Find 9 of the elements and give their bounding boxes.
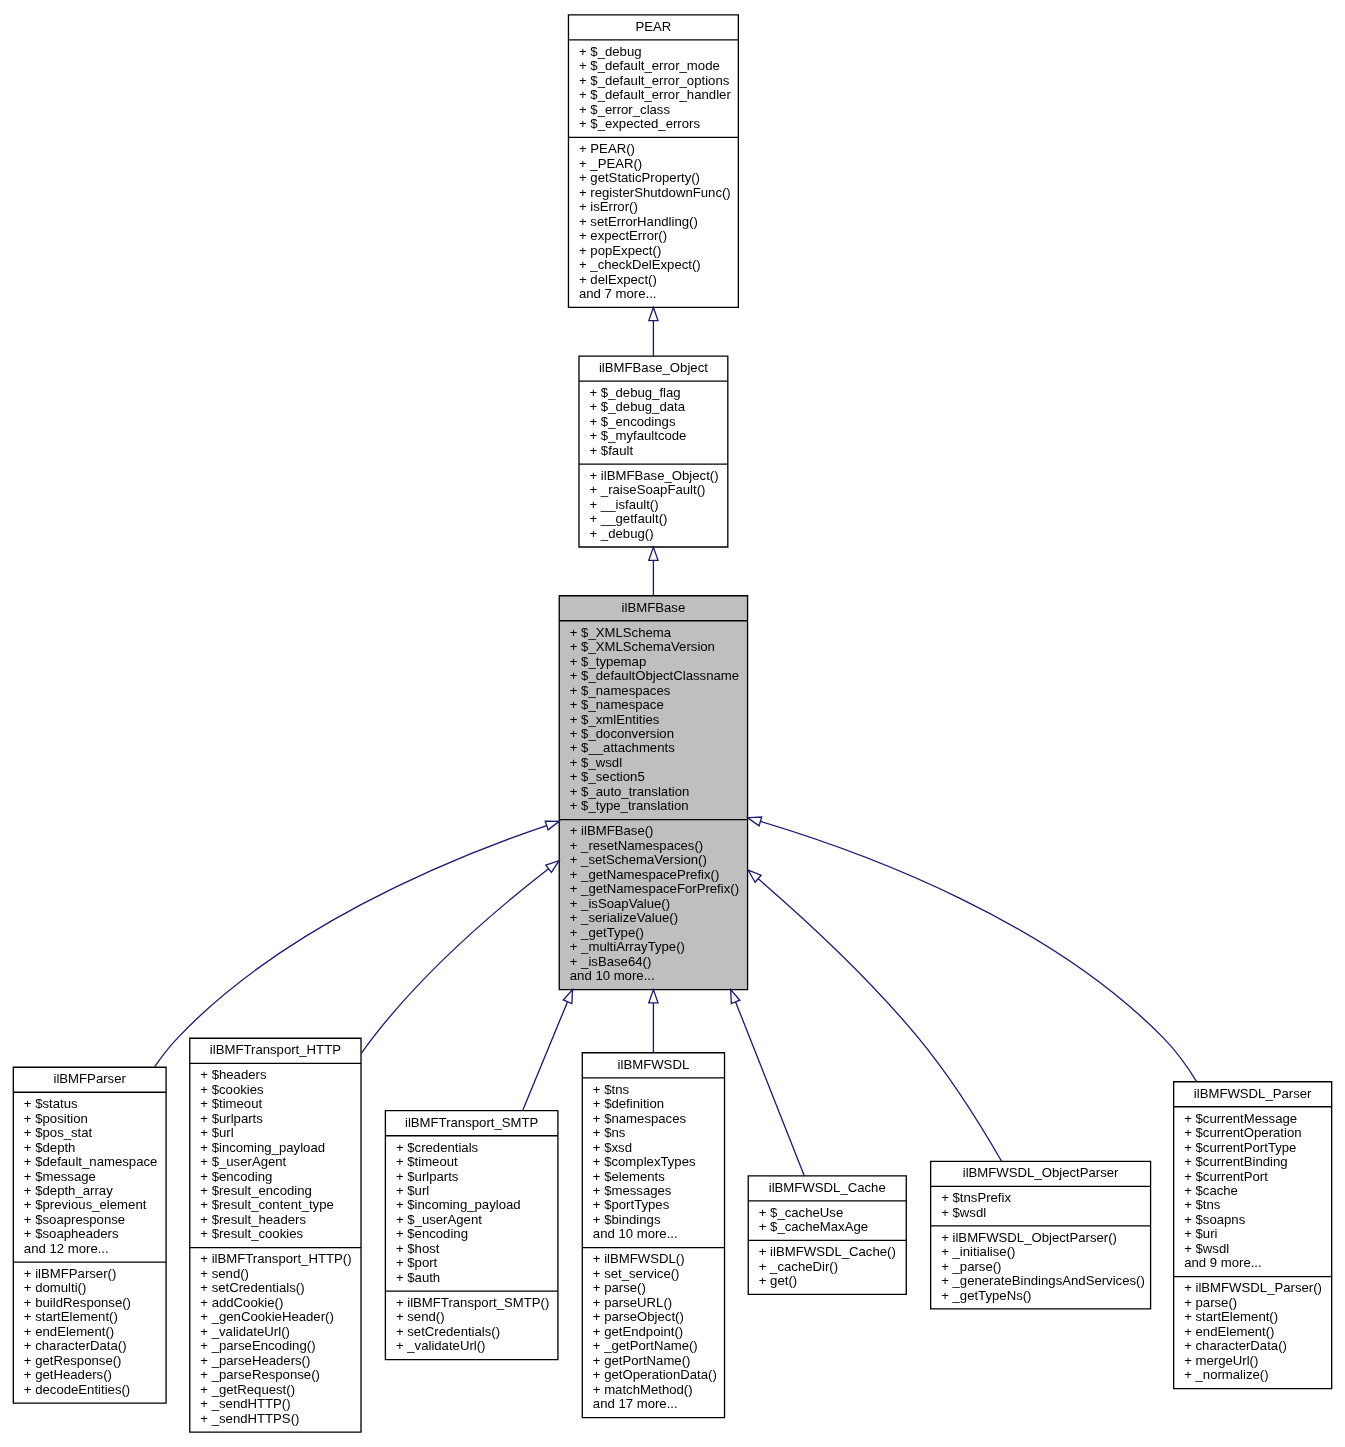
arrow — [745, 816, 1198, 1083]
arrow — [360, 859, 561, 1055]
arrow — [746, 868, 1003, 1162]
arrow — [730, 987, 805, 1177]
arrow — [647, 987, 659, 1054]
arrow — [522, 987, 574, 1111]
arrow — [647, 545, 659, 597]
arrow — [153, 820, 562, 1068]
arrow — [647, 305, 659, 357]
